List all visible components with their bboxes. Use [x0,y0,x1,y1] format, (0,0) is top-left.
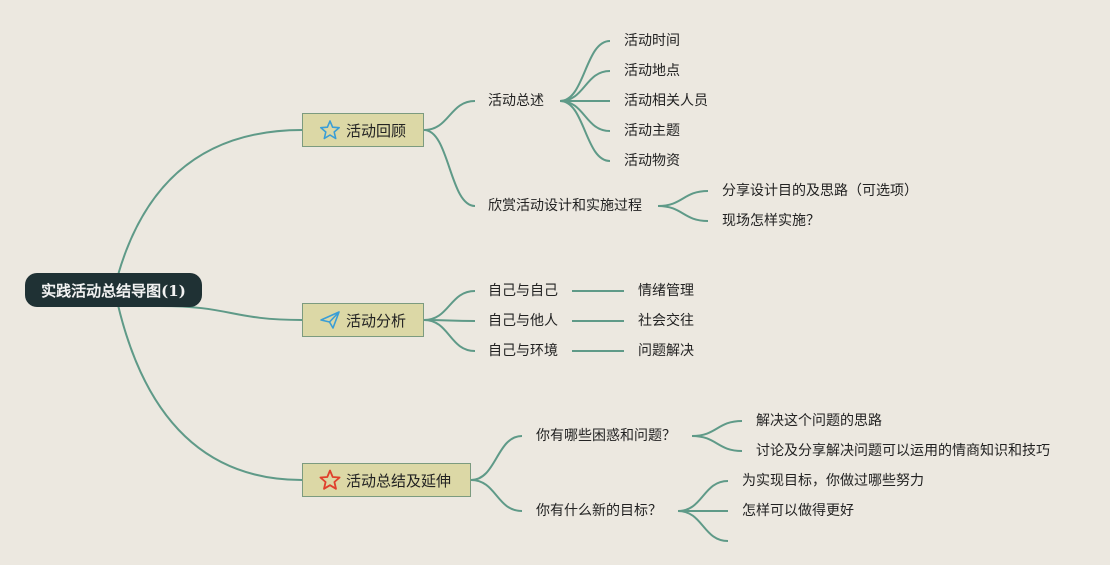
leaf-activity-theme[interactable]: 活动主题 [624,123,680,139]
leaf-activity-place[interactable]: 活动地点 [624,63,680,79]
connector-root-analysis [159,305,303,321]
connector-root-summary [117,304,303,481]
leaf-do-better[interactable]: 怎样可以做得更好 [742,503,854,519]
leaf-social-interaction[interactable]: 社会交往 [638,313,694,329]
connector-analysis-sub [423,319,476,352]
connector-root-review [117,129,303,276]
subtopic-new-goals[interactable]: 你有什么新的目标？ [536,503,662,519]
leaf-eq-skills[interactable]: 讨论及分享解决问题可以运用的情商知识和技巧 [756,443,1050,459]
connector-summary-goals [470,479,523,512]
subtopic-self-self[interactable]: 自己与自己 [488,283,558,299]
topic-label: 活动总结及延伸 [346,471,452,490]
connector-goals-leaf [677,510,729,542]
leaf-problem-solving[interactable]: 问题解决 [638,343,694,359]
connector-overview-leaf [559,100,611,162]
root-topic-label: 实践活动总结导图(1) [41,281,186,300]
leaf-share-design[interactable]: 分享设计目的及思路（可选项） [722,183,918,199]
connector-review-design [423,129,476,207]
connector-goals-leaf [677,480,729,512]
subtopic-overview[interactable]: 活动总述 [488,93,544,109]
leaf-activity-materials[interactable]: 活动物资 [624,153,680,169]
leaf-activity-people[interactable]: 活动相关人员 [624,93,708,109]
connector-summary-confusions [470,435,523,481]
leaf-how-implement[interactable]: 现场怎样实施？ [722,213,820,229]
topic-label: 活动分析 [346,311,407,330]
connector-confusions-leaf [691,420,743,437]
star-outline-icon [319,119,341,141]
connector-design-leaf [657,190,709,207]
leaf-efforts-made[interactable]: 为实现目标，你做过哪些努力 [742,473,924,489]
leaf-emotion-management[interactable]: 情绪管理 [638,283,694,299]
root-topic[interactable]: 实践活动总结导图(1) [25,273,202,307]
paper-plane-icon [319,309,341,331]
subtopic-design-process[interactable]: 欣赏活动设计和实施过程 [488,198,642,214]
leaf-activity-time[interactable]: 活动时间 [624,33,680,49]
leaf-solution-ideas[interactable]: 解决这个问题的思路 [756,413,882,429]
topic-activity-review[interactable]: 活动回顾 [302,113,424,147]
connector-overview-leaf [559,70,611,102]
subtopic-confusions[interactable]: 你有哪些困惑和问题？ [536,428,676,444]
connector-overview-leaf [559,100,611,132]
subtopic-self-others[interactable]: 自己与他人 [488,313,558,329]
topic-summary-extension[interactable]: 活动总结及延伸 [302,463,471,497]
topic-label: 活动回顾 [346,121,407,140]
red-star-icon [319,469,341,491]
connector-overview-leaf [559,40,611,102]
topic-activity-analysis[interactable]: 活动分析 [302,303,424,337]
subtopic-self-environment[interactable]: 自己与环境 [488,343,558,359]
connector-confusions-leaf [691,435,743,452]
connector-analysis-sub [423,290,476,321]
connector-design-leaf [657,205,709,222]
connector-review-overview [423,100,476,131]
